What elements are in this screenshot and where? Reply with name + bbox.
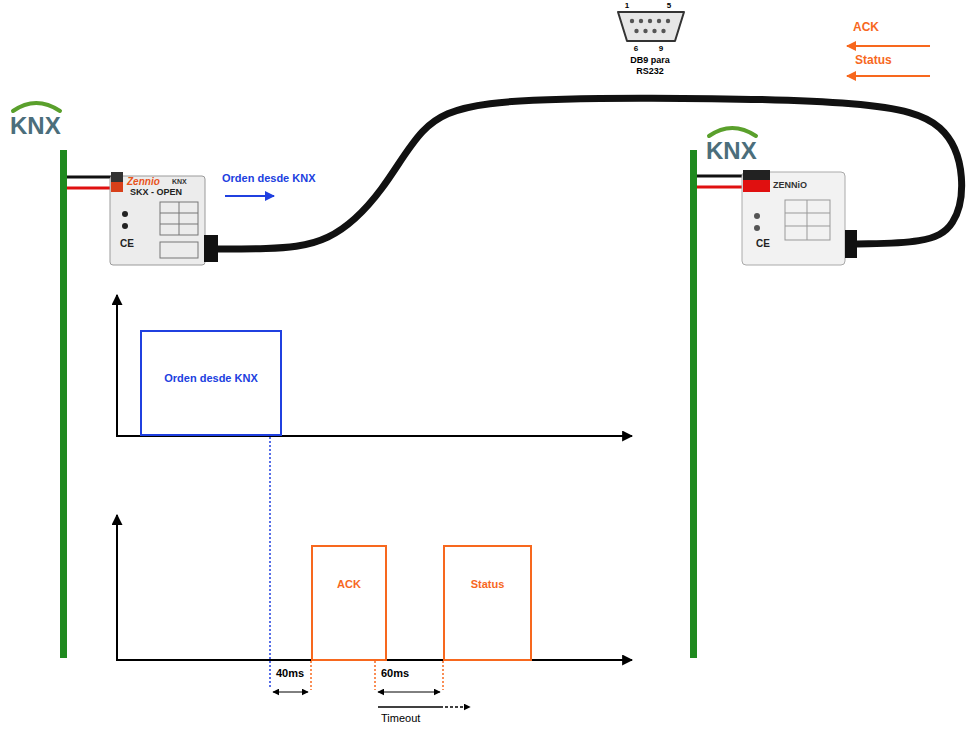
db9-pin [661, 29, 665, 33]
device-body [742, 172, 845, 265]
timing-guide [310, 661, 312, 690]
knx-bus-line [690, 150, 697, 658]
ce-mark: CE [120, 238, 134, 250]
timing-guide [374, 661, 376, 690]
chart-axis [116, 295, 118, 437]
dimension-arrow [378, 692, 440, 693]
pin-number: 6 [634, 44, 638, 54]
device-grid [160, 242, 198, 258]
chart-axis [116, 515, 118, 661]
pin-number: 1 [625, 1, 629, 11]
direction-arrow [847, 45, 930, 47]
gateway-device: Zennio KNXSKX - OPEN CE [110, 168, 218, 268]
box-label: Status [445, 578, 530, 591]
brand-logo: Zennio [127, 176, 160, 188]
box-label: Orden desde KNX [142, 372, 280, 385]
device-grid [179, 202, 180, 235]
signal-name: ACK [853, 20, 879, 34]
brand-logo: ZENNiO [773, 180, 807, 191]
interface-device: ZENNiO CE [740, 168, 857, 268]
direction-arrow [225, 195, 274, 197]
timing-guide [269, 437, 271, 688]
db9-pin [634, 29, 638, 33]
db9-pin [643, 29, 647, 33]
bus-terminal [111, 182, 123, 192]
ce-mark: CE [756, 238, 770, 250]
led [754, 213, 760, 219]
note: Timeout [381, 712, 420, 725]
db9-pin [657, 19, 661, 23]
status-pulse: Status [443, 545, 532, 661]
ack-pulse: ACK [311, 545, 387, 661]
db9-pin [639, 19, 643, 23]
bus-wire [697, 186, 743, 189]
serial-cable [218, 98, 962, 249]
device-body [110, 176, 205, 265]
db9-pin [666, 19, 670, 23]
direction-arrow [847, 75, 930, 77]
dimension: 40ms [276, 667, 304, 680]
knx-bus-line [60, 150, 67, 658]
serial-connector [204, 235, 218, 262]
dimension: 60ms [381, 667, 409, 680]
device-grid [785, 200, 830, 240]
command-pulse: Orden desde KNX [140, 330, 282, 436]
bus-wire [67, 176, 111, 179]
bus-terminal [743, 170, 770, 180]
db9-pin [630, 19, 634, 23]
device-grid [160, 202, 198, 235]
knx-logo: KNX [10, 114, 61, 138]
timeout-arrow [378, 706, 440, 708]
model-name: SKX - OPEN [130, 187, 182, 198]
led [122, 211, 128, 217]
pin-number: 5 [667, 1, 671, 11]
timeout-arrow [440, 706, 470, 708]
bus-terminal [111, 172, 123, 182]
signal-name: Orden desde KNX [222, 172, 316, 185]
button [754, 225, 760, 231]
device-grid [807, 200, 808, 240]
signal-name: Status [855, 53, 892, 67]
connector-name: DB9 para RS232 [624, 55, 676, 77]
box-label: ACK [313, 578, 385, 591]
pin-number: 9 [659, 44, 663, 54]
bus-wire [697, 175, 743, 178]
serial-connector [845, 230, 857, 258]
bus-terminal [743, 180, 770, 192]
db9-pin [648, 19, 652, 23]
bus-wire [67, 187, 111, 190]
logo-arc [13, 103, 60, 111]
dimension-arrow [273, 692, 308, 693]
logo-arc [709, 128, 756, 136]
knx-logo: KNX [706, 139, 757, 163]
db9-connector [618, 12, 684, 41]
brand-badge: KNX [172, 178, 187, 186]
db9-pin [652, 29, 656, 33]
button [122, 223, 128, 229]
timing-guide [442, 661, 444, 690]
